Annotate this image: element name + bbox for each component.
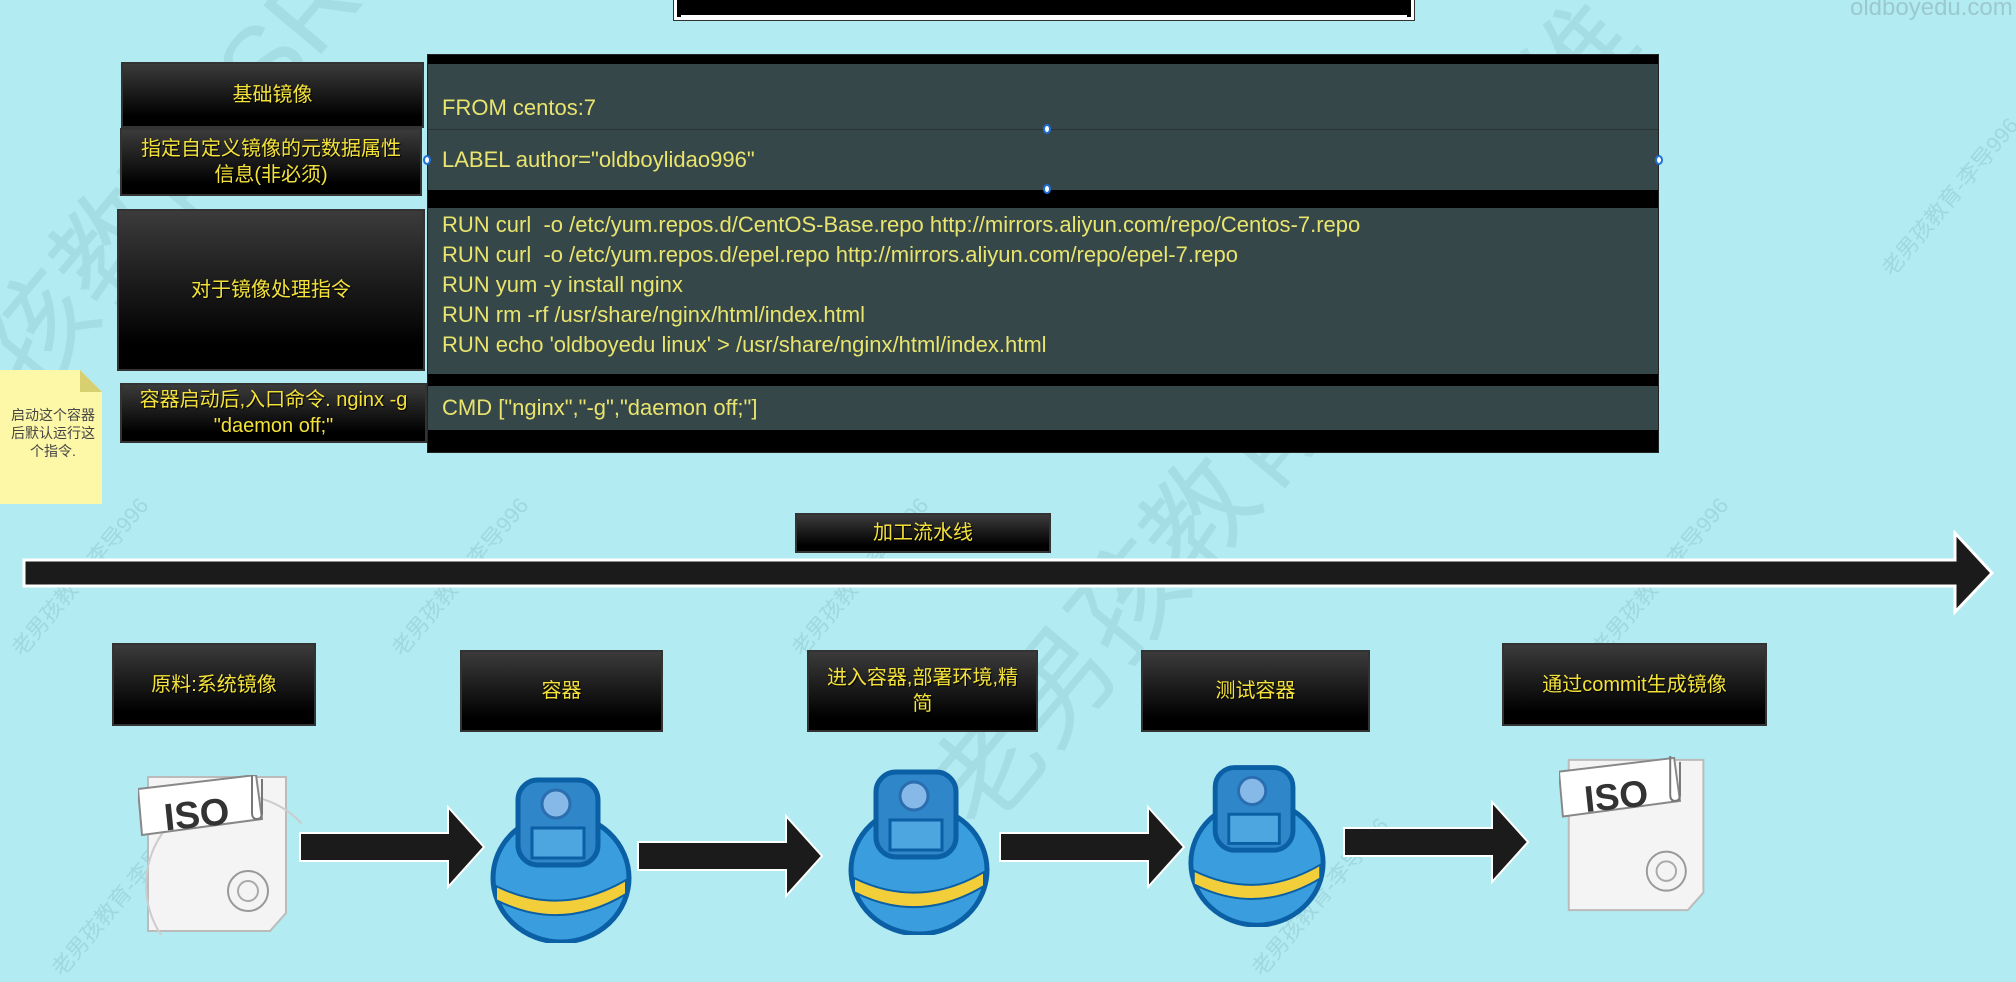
- code-line: RUN rm -rf /usr/share/nginx/html/index.h…: [442, 302, 865, 327]
- watermark-small: 老男孩教育-李导996: [1876, 113, 2016, 281]
- selection-handle[interactable]: [1043, 184, 1051, 194]
- step-deploy: 进入容器,部署环境,精简: [807, 650, 1038, 732]
- watermark-site: oldboyedu.com: [1850, 0, 2013, 21]
- code-line: CMD ["nginx","-g","daemon off;"]: [442, 395, 758, 420]
- dockerfile-panel: FROM centos:7 LABEL author="oldboylidao9…: [427, 54, 1659, 453]
- label-metadata: 指定自定义镜像的元数据属性信息(非必须): [120, 128, 422, 196]
- code-row-from: FROM centos:7: [428, 64, 1658, 129]
- selection-handle[interactable]: [423, 155, 431, 165]
- iso-label: ISO: [1582, 772, 1650, 820]
- step-commit: 通过commit生成镜像: [1502, 643, 1767, 726]
- code-line: RUN echo 'oldboyedu linux' > /usr/share/…: [442, 332, 1047, 357]
- code-row-run: RUN curl -o /etc/yum.repos.d/CentOS-Base…: [428, 208, 1658, 374]
- sticky-note[interactable]: 启动这个容器后默认运行这个指令.: [0, 370, 102, 504]
- label-text: 基础镜像: [232, 84, 313, 106]
- code-line: RUN curl -o /etc/yum.repos.d/epel.repo h…: [442, 242, 1238, 267]
- note-text: 启动这个容器后默认运行这个指令.: [11, 407, 95, 459]
- pipeline-title-text: 加工流水线: [873, 522, 973, 544]
- pipeline-title: 加工流水线: [795, 513, 1051, 553]
- container-icon: [1188, 765, 1326, 927]
- code-line: FROM centos:7: [442, 94, 597, 120]
- selection-handle[interactable]: [1043, 124, 1051, 134]
- code-line: RUN yum -y install nginx: [442, 272, 683, 297]
- label-text: 指定自定义镜像的元数据属性信息(非必须): [141, 138, 401, 186]
- step-test: 测试容器: [1141, 650, 1370, 732]
- iso-disc-icon: ISO: [1559, 756, 1705, 912]
- top-bar-inner: [681, 4, 1407, 17]
- code-row-label[interactable]: LABEL author="oldboylidao996": [428, 129, 1658, 190]
- code-row-cmd: CMD ["nginx","-g","daemon off;"]: [428, 386, 1658, 430]
- label-text: 容器启动后,入口命令. nginx -g "daemon off;": [139, 389, 408, 437]
- step-label: 通过commit生成镜像: [1542, 673, 1727, 696]
- iso-disc-icon: ISO: [138, 775, 302, 935]
- step-label: 原料:系统镜像: [151, 673, 277, 696]
- step-raw-image: 原料:系统镜像: [112, 643, 316, 726]
- label-text: 对于镜像处理指令: [191, 279, 351, 301]
- container-icon: [848, 769, 990, 935]
- selection-handle[interactable]: [1655, 155, 1663, 165]
- step-label: 测试容器: [1215, 680, 1296, 702]
- step-arrow: [999, 805, 1186, 889]
- step-arrow: [299, 805, 486, 889]
- iso-label: ISO: [162, 791, 232, 840]
- label-build-instructions: 对于镜像处理指令: [117, 209, 425, 371]
- code-line: LABEL author="oldboylidao996": [442, 147, 755, 172]
- step-label: 进入容器,部署环境,精简: [826, 667, 1019, 715]
- code-line: RUN curl -o /etc/yum.repos.d/CentOS-Base…: [442, 212, 1361, 237]
- container-icon: [490, 777, 632, 943]
- step-label: 容器: [541, 680, 582, 702]
- label-entry-command: 容器启动后,入口命令. nginx -g "daemon off;": [120, 383, 427, 443]
- note-fold-corner: [80, 370, 102, 392]
- pipeline-arrow: [22, 530, 1995, 616]
- label-base-image: 基础镜像: [121, 62, 424, 128]
- step-container: 容器: [460, 650, 663, 732]
- step-arrow: [1343, 800, 1530, 884]
- step-arrow: [637, 814, 824, 898]
